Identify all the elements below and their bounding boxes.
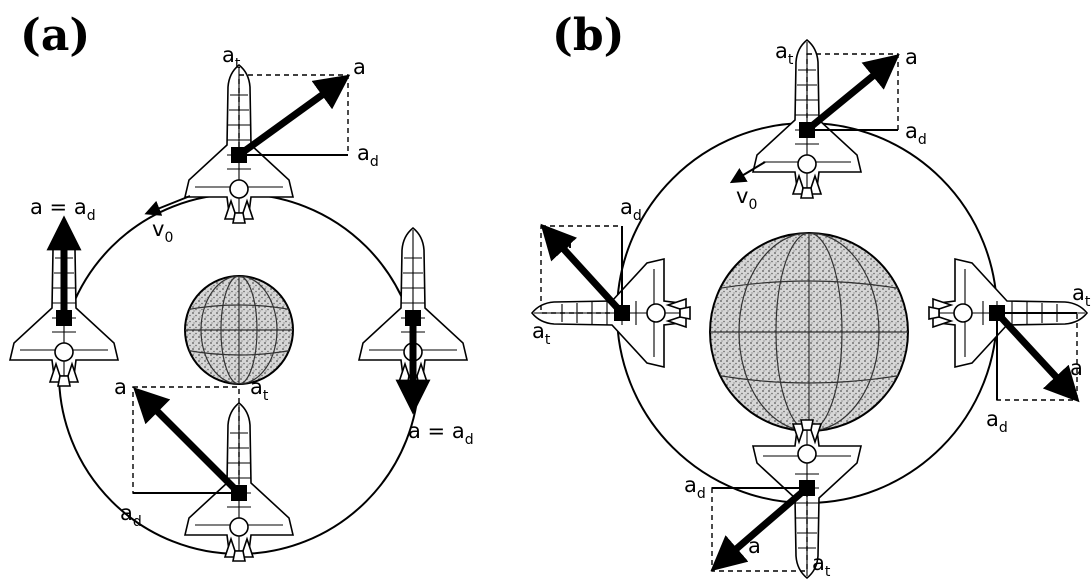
- label-a-a-top: a: [353, 55, 366, 79]
- shuttle-a-bottom: a at ad: [114, 375, 294, 562]
- shuttle-a-top: at a ad: [184, 43, 379, 224]
- shuttle-b-right: at a ad: [928, 258, 1091, 436]
- a-vector-a-top: [236, 74, 351, 158]
- velocity-arrow-b: [729, 161, 766, 184]
- label-a-d-b-left: ad: [620, 195, 642, 224]
- label-a-b-right: a: [1070, 356, 1083, 380]
- label-a-t-a-bottom: at: [250, 375, 269, 404]
- label-a-t-b-bottom: at: [812, 551, 831, 580]
- label-a-d-a-bottom: ad: [120, 501, 142, 530]
- label-a-d-b-bottom: ad: [684, 473, 706, 502]
- panel-b-label: (b): [552, 10, 624, 61]
- label-a-b-bottom: a: [748, 534, 761, 558]
- label-a-d-b-top: ad: [905, 119, 927, 148]
- a-vector-b-right: [994, 310, 1080, 403]
- label-v0-b: v0: [736, 184, 757, 213]
- panel-b: (b) at a ad v0: [531, 10, 1091, 580]
- a-vector-a-bottom: [133, 387, 242, 496]
- a-vector-b-top: [804, 54, 900, 133]
- velocity-arrow-a: [144, 195, 191, 216]
- a-vector-b-left: [540, 223, 625, 316]
- shuttle-b-left: ad a at: [531, 195, 691, 368]
- panel-a: (a) at a ad v0: [9, 10, 474, 562]
- shuttle-b-bottom: ad a at: [684, 419, 862, 580]
- panel-a-label: (a): [20, 10, 90, 61]
- label-a-equals-ad-a-left: a = ad: [30, 195, 96, 224]
- shuttle-a-right: a = ad: [358, 227, 474, 448]
- label-a-b-left: a: [560, 229, 573, 253]
- label-a-t-b-left: at: [532, 319, 551, 348]
- earth-a: [184, 275, 294, 385]
- a-vector-b-bottom: [710, 485, 810, 572]
- earth-b: [709, 232, 909, 432]
- shuttle-a-left: a = ad: [9, 195, 119, 387]
- label-a-t-b-right: at: [1072, 281, 1091, 310]
- vector-box-b-top: [806, 53, 899, 131]
- shuttle-b-top: at a ad: [752, 39, 927, 199]
- vector-box-b-left: [540, 225, 623, 314]
- label-v0-a: v0: [152, 217, 173, 246]
- label-a-t-b-top: at: [775, 39, 794, 68]
- label-a-a-bottom: a: [114, 375, 127, 399]
- label-a-d-b-right: ad: [986, 407, 1008, 436]
- label-a-d-a-top: ad: [357, 141, 379, 170]
- label-a-b-top: a: [905, 45, 918, 69]
- label-a-equals-ad-a-right: a = ad: [408, 419, 474, 448]
- label-a-t-a-top: at: [222, 43, 241, 72]
